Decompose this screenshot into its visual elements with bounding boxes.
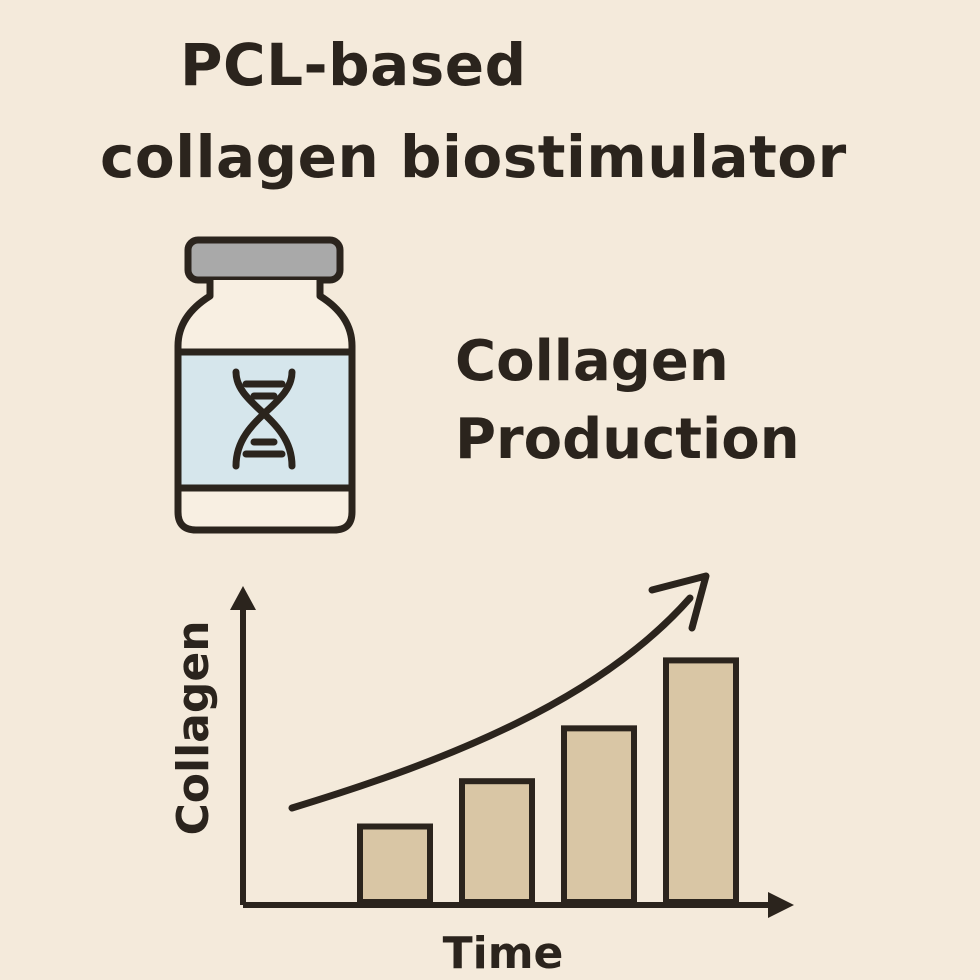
subtitle-line-1: Collagen: [455, 329, 729, 394]
bars: [357, 657, 739, 906]
bar-1: [357, 823, 433, 905]
vial-label: [174, 348, 356, 492]
x-axis-label: Time: [443, 928, 564, 979]
title-line-1: PCL-based: [180, 31, 527, 99]
bar-4: [663, 657, 739, 906]
bar-2: [459, 778, 535, 906]
subtitle-line-2: Production: [455, 407, 800, 472]
vial-icon: [170, 234, 360, 538]
bar-3: [561, 725, 637, 905]
y-axis-label: Collagen: [168, 620, 219, 835]
trend-arrow-icon: [288, 594, 694, 812]
y-axis-arrowhead: [230, 586, 256, 610]
dna-icon: [232, 368, 296, 470]
title-line-2: collagen biostimulator: [100, 123, 847, 191]
trend-arrowhead: [648, 572, 710, 632]
x-axis-arrowhead: [768, 892, 794, 918]
